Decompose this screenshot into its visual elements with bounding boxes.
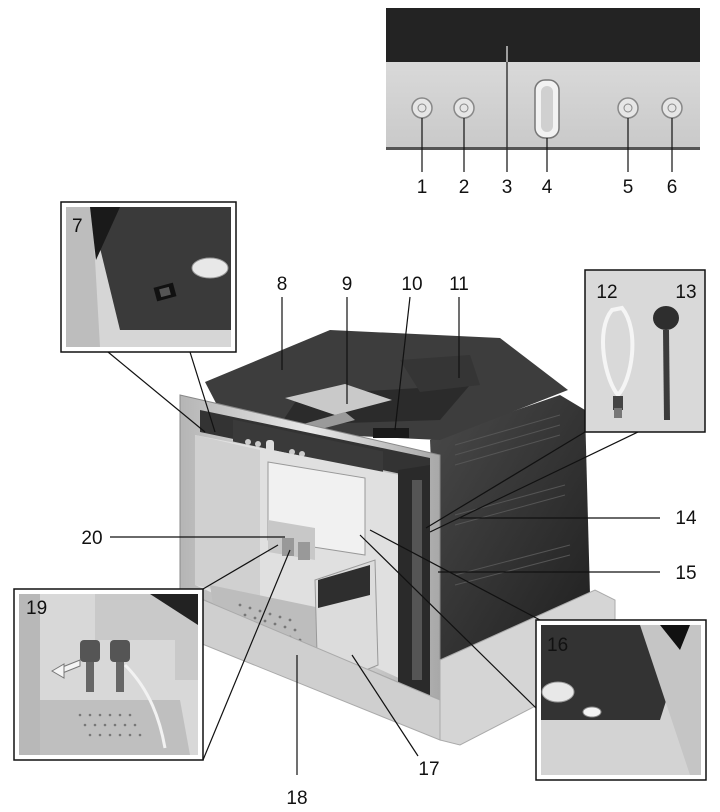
callout-19: 19 <box>26 598 47 619</box>
callout-20: 20 <box>81 528 102 549</box>
inset-detail-19 <box>13 544 291 761</box>
panel-button-5 <box>617 97 639 119</box>
callout-7: 7 <box>72 216 83 237</box>
callout-17: 17 <box>418 759 439 780</box>
display-screen <box>386 8 700 62</box>
callout-18: 18 <box>286 788 307 809</box>
callout-9: 9 <box>342 274 353 295</box>
callout-14: 14 <box>675 508 697 529</box>
inset-accessories-12-13 <box>425 269 706 533</box>
panel-button-2 <box>453 97 475 119</box>
control-panel-detail <box>386 8 700 172</box>
callout-6: 6 <box>667 177 678 198</box>
callout-8: 8 <box>277 274 288 295</box>
callout-11: 11 <box>449 274 469 295</box>
callout-12: 12 <box>596 282 617 303</box>
panel-button-1 <box>411 97 433 119</box>
inset-detail-16 <box>359 529 707 781</box>
callout-16: 16 <box>547 635 568 656</box>
callout-4: 4 <box>542 177 553 198</box>
panel-button-6 <box>661 97 683 119</box>
callout-2: 2 <box>459 177 470 198</box>
callout-10: 10 <box>401 274 422 295</box>
callout-5: 5 <box>623 177 634 198</box>
inset-detail-7 <box>60 201 237 433</box>
callout-15: 15 <box>675 563 696 584</box>
callout-13: 13 <box>675 282 696 303</box>
callout-1: 1 <box>417 177 428 198</box>
coffee-machine-illustration <box>179 330 616 746</box>
main-leader-lines <box>110 296 660 775</box>
callout-3: 3 <box>502 177 513 198</box>
